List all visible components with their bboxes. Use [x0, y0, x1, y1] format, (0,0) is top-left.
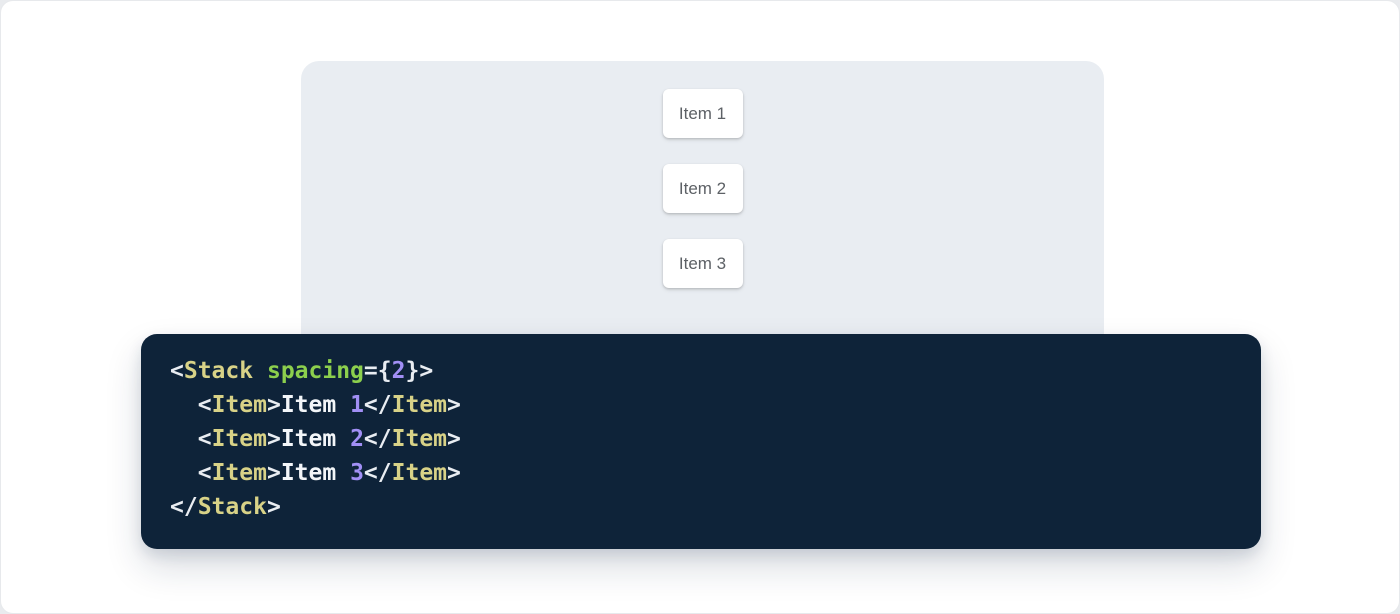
code-token-tag: Item [211, 426, 267, 452]
code-token-punct: </ [363, 460, 392, 486]
code-line: </Stack> [170, 490, 1232, 524]
code-token-punct: < [170, 358, 184, 384]
code-token-punct: > [419, 358, 434, 384]
code-token-number: 3 [350, 460, 364, 486]
code-line: <Item>Item 2</Item> [170, 422, 1232, 456]
code-token-tag: Item [391, 392, 448, 418]
code-token-punct: { [377, 358, 392, 384]
code-token-plain: Item [280, 460, 351, 486]
stack-demo-panel: Item 1 Item 2 Item 3 [301, 61, 1104, 361]
code-token-tag: Stack [197, 494, 267, 520]
code-token-punct: } [405, 358, 420, 384]
code-token-plain: Item [280, 426, 351, 452]
code-token-punct: </ [363, 426, 392, 452]
code-line: <Item>Item 3</Item> [170, 456, 1232, 490]
code-token-plain: Item [280, 392, 351, 418]
code-token-tag: Stack [183, 358, 254, 384]
code-token-punct: > [447, 426, 461, 452]
code-token-plain [253, 358, 267, 384]
code-token-punct: < [197, 426, 212, 452]
code-token-number: 2 [350, 426, 364, 452]
code-line: <Stack spacing={2}> [170, 354, 1232, 388]
code-token-punct: > [266, 494, 281, 520]
code-token-tag: Item [211, 392, 267, 418]
code-line: <Item>Item 1</Item> [170, 388, 1232, 422]
code-token-punct: </ [170, 494, 198, 520]
code-token-punct: > [447, 460, 461, 486]
code-token-tag: Item [211, 460, 267, 486]
stack-item-card: Item 3 [662, 239, 743, 288]
code-block: <Stack spacing={2}> <Item>Item 1</Item> … [141, 334, 1261, 549]
code-token-tag: Item [391, 426, 448, 452]
code-token-number: 2 [391, 358, 406, 384]
code-token-number: 1 [350, 392, 364, 418]
code-token-plain [170, 392, 198, 418]
code-snippet: <Stack spacing={2}> <Item>Item 1</Item> … [170, 354, 1232, 524]
stack-item-card: Item 1 [662, 89, 743, 138]
code-token-punct: < [197, 392, 212, 418]
code-token-tag: Item [391, 460, 448, 486]
code-token-plain [170, 460, 198, 486]
code-token-attr: spacing [266, 358, 364, 384]
code-token-punct: > [266, 460, 281, 486]
stack-demo: Item 1 Item 2 Item 3 [301, 61, 1104, 288]
code-token-punct: > [266, 392, 281, 418]
stack-item-card: Item 2 [662, 164, 743, 213]
code-token-punct: > [266, 426, 281, 452]
code-token-plain [170, 426, 198, 452]
code-token-punct: < [197, 460, 212, 486]
code-token-punct: </ [363, 392, 392, 418]
code-token-punct: = [363, 358, 378, 384]
code-token-punct: > [447, 392, 461, 418]
